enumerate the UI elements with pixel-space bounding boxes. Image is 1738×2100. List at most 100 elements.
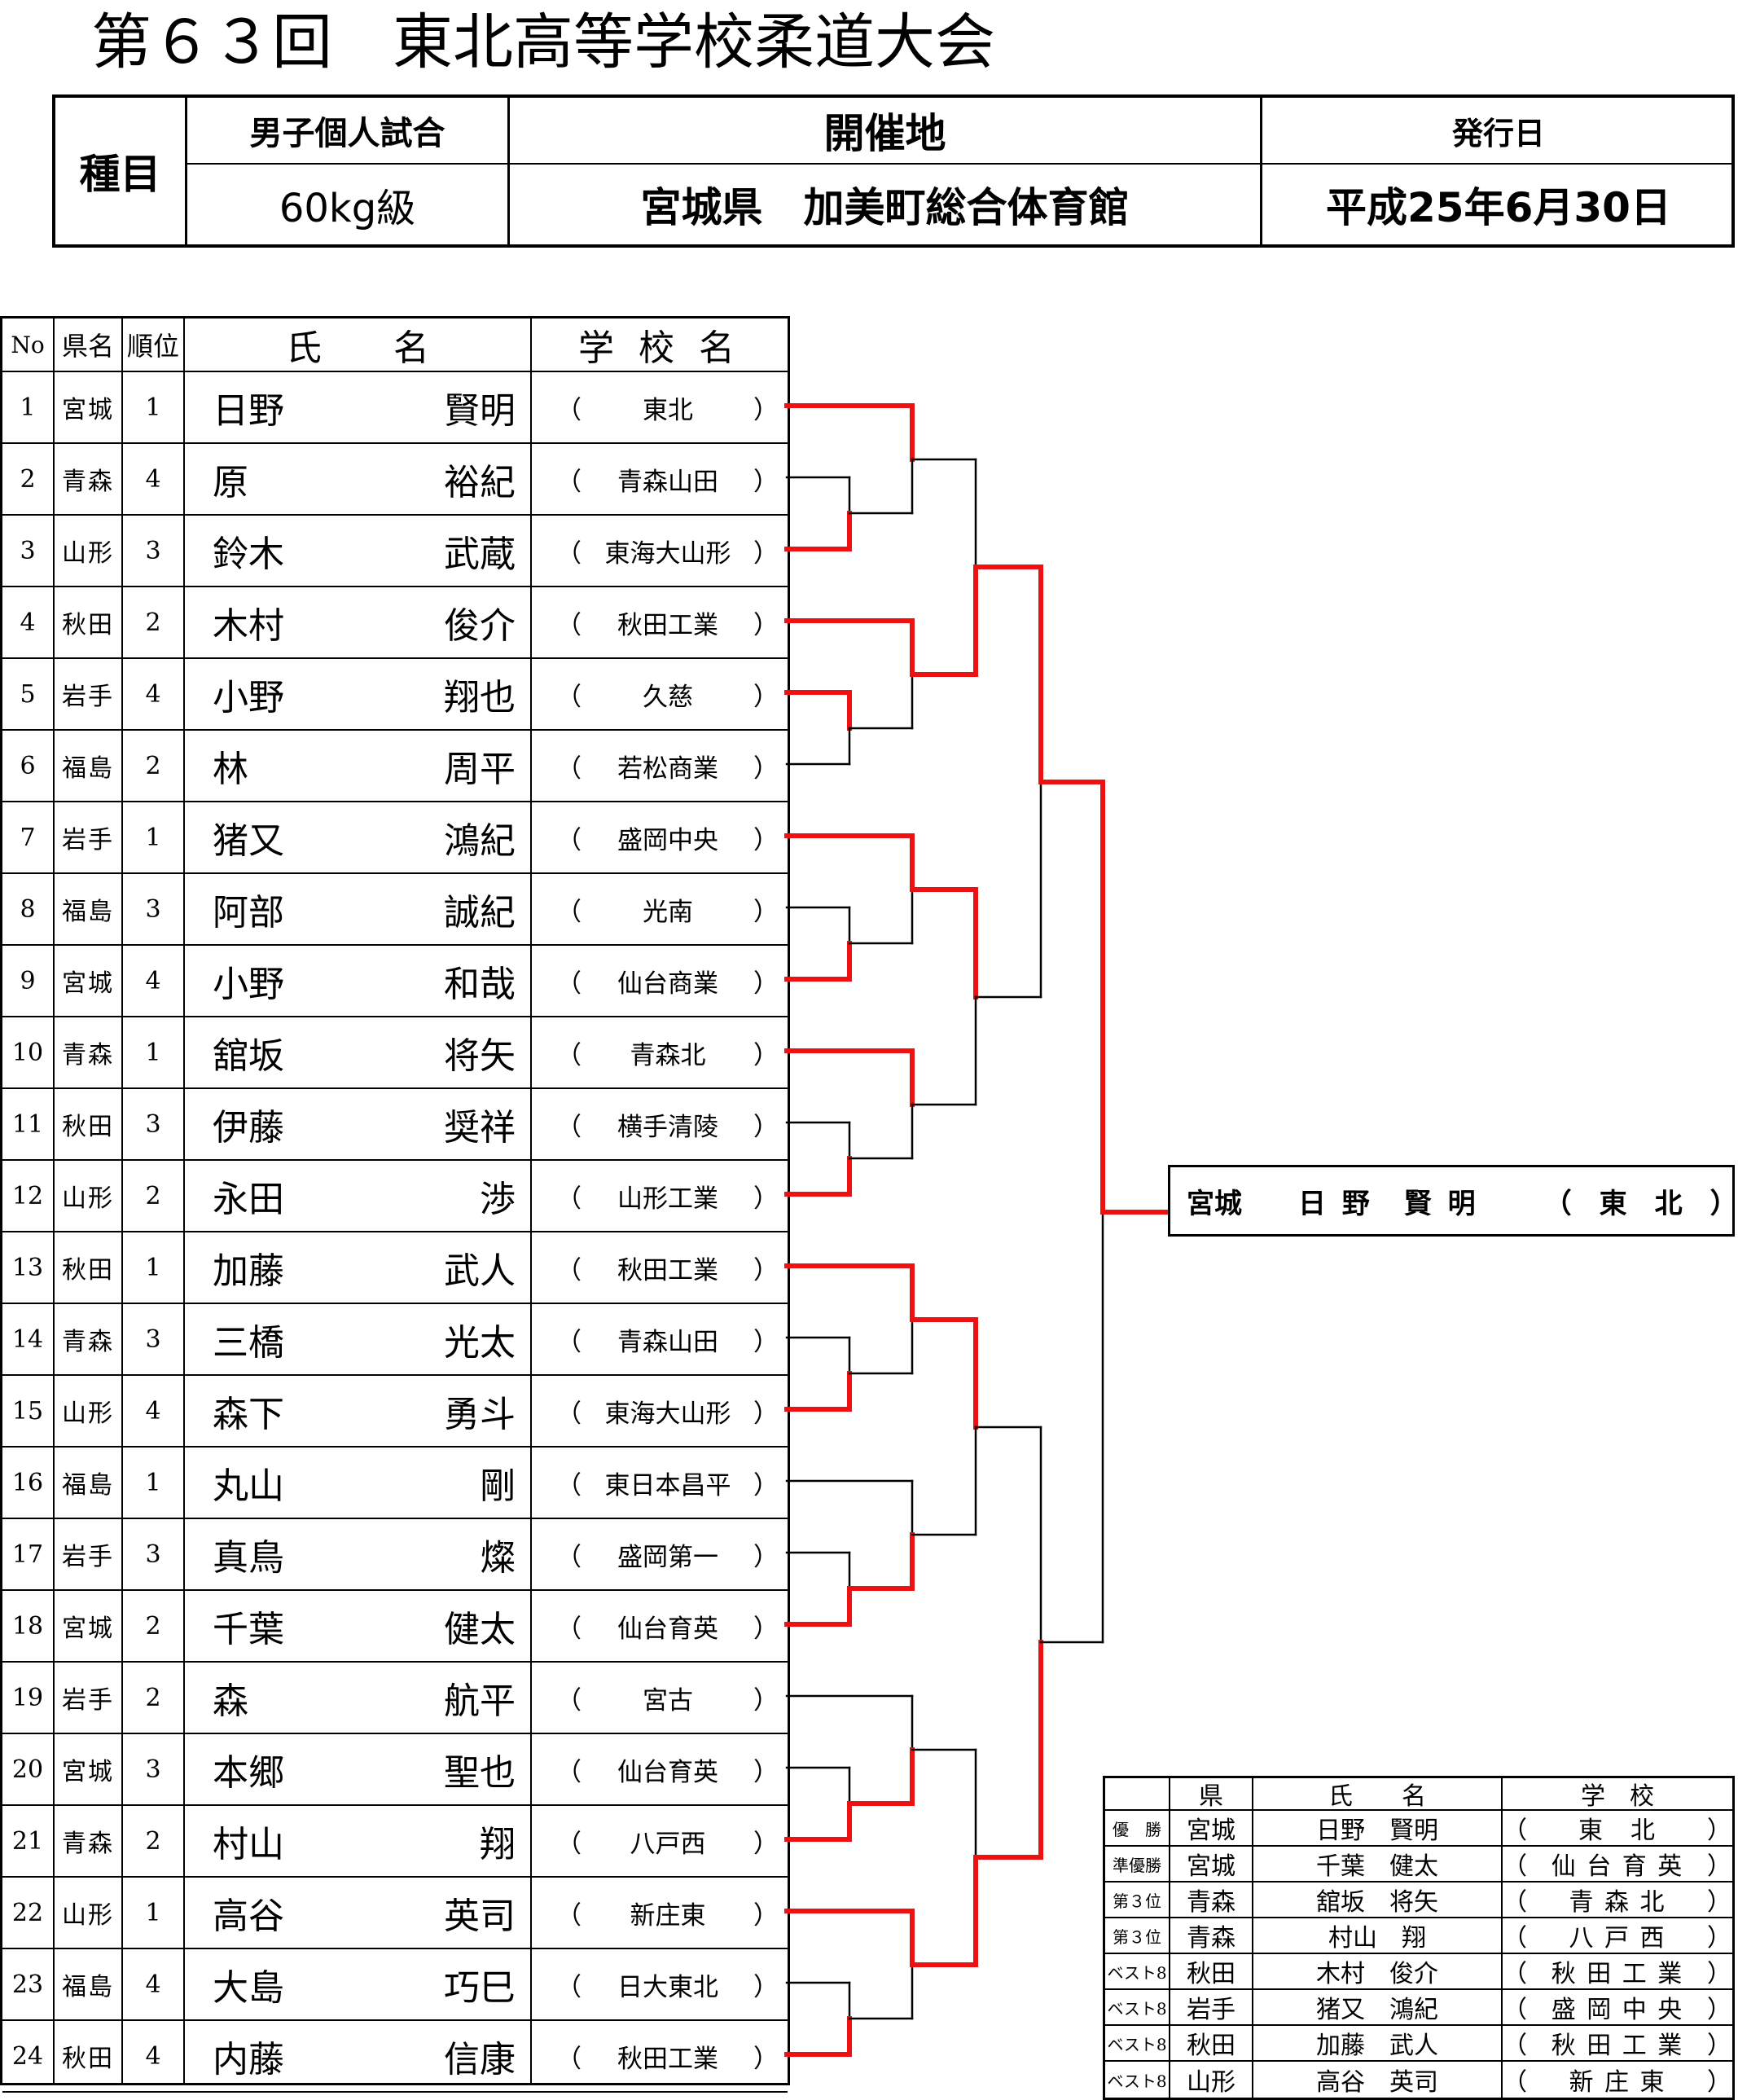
player-rank: 3: [145, 1109, 161, 1139]
player-school: 久慈: [643, 682, 693, 712]
player-school: 八戸西: [630, 1829, 706, 1859]
player-given-name: 賢明: [444, 390, 516, 432]
player-no: 12: [11, 1181, 44, 1210]
player-rank: 1: [145, 1898, 161, 1927]
results-name: 猪又 鴻紀: [1316, 1996, 1438, 2024]
results-open-paren: （: [1503, 1924, 1527, 1953]
results-school: 秋 田 工 業: [1551, 1960, 1684, 1988]
school-open-paren: （: [556, 395, 582, 425]
champion-name: 日 野 賢 明: [1297, 1187, 1479, 1220]
player-pref: 宮城: [62, 1615, 114, 1643]
player-pref: 岩手: [62, 1543, 114, 1571]
player-rank: 1: [145, 1253, 161, 1282]
school-close-paren: ）: [753, 969, 779, 999]
school-open-paren: （: [556, 2044, 582, 2074]
school-close-paren: ）: [753, 1112, 779, 1142]
school-open-paren: （: [556, 1327, 582, 1357]
player-pref: 宮城: [62, 969, 114, 998]
results-name: 千葉 健太: [1316, 1852, 1438, 1881]
player-given-name: 誠紀: [444, 892, 516, 934]
player-no: 10: [11, 1038, 44, 1067]
player-rank: 2: [145, 1683, 161, 1712]
player-pref: 山形: [62, 1901, 114, 1930]
school-close-paren: ）: [753, 1399, 779, 1429]
results-name: 村山 翔: [1328, 1924, 1426, 1953]
player-given-name: 勇斗: [444, 1394, 516, 1435]
player-no: 8: [20, 894, 36, 924]
player-given-name: 周平: [444, 749, 516, 790]
school-close-paren: ）: [753, 1685, 779, 1716]
results-col-school: 学 校: [1581, 1782, 1654, 1811]
player-family-name: 永田: [213, 1179, 284, 1220]
school-close-paren: ）: [753, 1757, 779, 1787]
results-close-paren: ）: [1707, 1960, 1731, 1988]
player-school: 東北: [643, 395, 693, 425]
school-open-paren: （: [556, 1900, 582, 1931]
results-close-paren: ）: [1707, 1852, 1731, 1881]
school-close-paren: ）: [753, 897, 779, 927]
results-close-paren: ）: [1707, 1888, 1731, 1917]
player-family-name: 三橋: [213, 1322, 284, 1364]
player-family-name: 大島: [213, 1967, 284, 2009]
player-rank: 2: [145, 1826, 161, 1856]
player-school: 横手清陵: [617, 1112, 718, 1142]
col-name: 氏 名: [286, 327, 429, 369]
school-close-paren: ）: [753, 682, 779, 712]
player-pref: 青森: [62, 1830, 114, 1858]
player-rank: 4: [145, 966, 161, 995]
player-family-name: 舘坂: [213, 1035, 284, 1077]
school-close-paren: ）: [753, 1255, 779, 1285]
player-no: 23: [11, 1970, 44, 1999]
player-school: 東日本昌平: [604, 1470, 731, 1500]
player-school: 盛岡第一: [617, 1542, 718, 1572]
player-school: 仙台育英: [617, 1614, 718, 1644]
results-open-paren: （: [1503, 1960, 1527, 1988]
school-close-paren: ）: [753, 467, 779, 497]
player-pref: 秋田: [62, 1256, 114, 1285]
player-family-name: 小野: [213, 964, 284, 1005]
results-name: 舘坂 将矢: [1316, 1888, 1438, 1917]
school-close-paren: ）: [753, 1829, 779, 1859]
results-col-pref: 県: [1199, 1782, 1223, 1811]
results-pref: 秋田: [1187, 2032, 1235, 2060]
player-rank: 4: [145, 2041, 161, 2071]
school-close-paren: ）: [753, 825, 779, 855]
school-close-paren: ）: [753, 1542, 779, 1572]
col-school: 学 校 名: [578, 327, 741, 369]
player-no: 18: [11, 1611, 44, 1641]
player-pref: 福島: [62, 1471, 114, 1500]
player-family-name: 森下: [213, 1394, 284, 1435]
results-school: 盛 岡 中 央: [1551, 1996, 1684, 2024]
results-school: 仙 台 育 英: [1551, 1852, 1684, 1881]
results-place: 第３位: [1113, 1926, 1161, 1947]
player-family-name: 阿部: [213, 892, 284, 934]
player-rank: 3: [145, 1755, 161, 1784]
player-family-name: 村山: [213, 1824, 284, 1865]
player-rank: 2: [145, 751, 161, 780]
player-given-name: 鴻紀: [444, 820, 516, 862]
school-open-paren: （: [556, 1829, 582, 1859]
results-school: 青 森 北: [1569, 1888, 1666, 1917]
player-rank: 4: [145, 464, 161, 494]
player-family-name: 伊藤: [213, 1107, 284, 1149]
venue-label: 開催地: [823, 110, 946, 157]
player-no: 4: [20, 608, 36, 637]
results-place: ベスト8: [1107, 1998, 1167, 2019]
school-close-paren: ）: [753, 753, 779, 784]
player-rank: 2: [145, 1181, 161, 1210]
player-given-name: 渉: [480, 1179, 516, 1220]
